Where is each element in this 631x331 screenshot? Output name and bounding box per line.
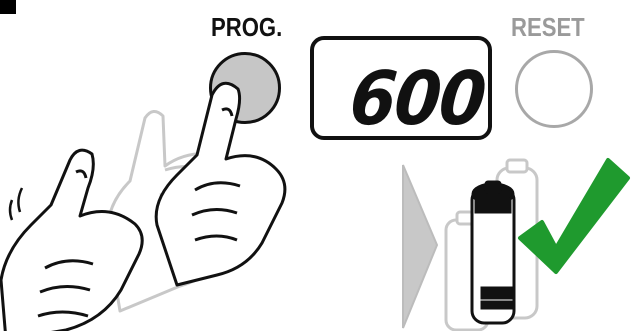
checkmark-icon [0,0,631,331]
